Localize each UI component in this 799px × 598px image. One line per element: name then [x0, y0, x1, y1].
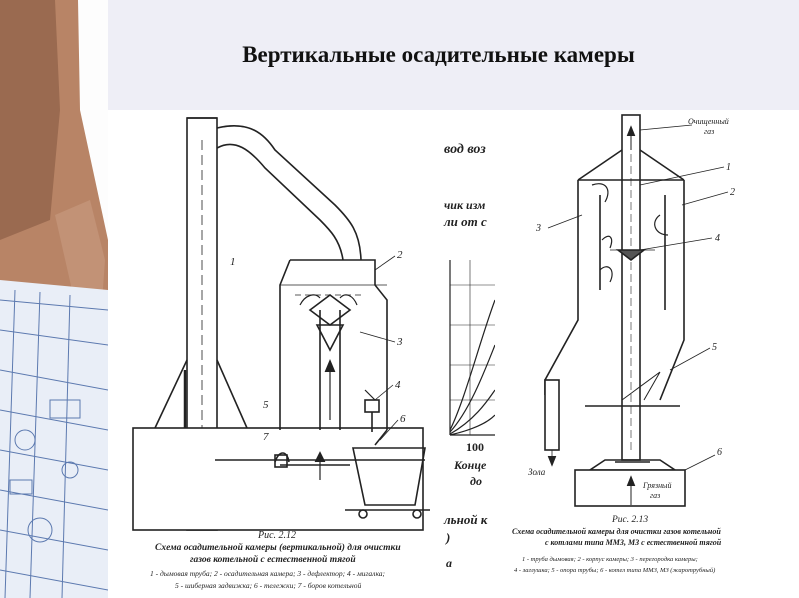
fig-right-dirty-label-2: газ	[650, 491, 660, 500]
mid-axis-conc: Конце	[454, 458, 487, 472]
hand-photo	[0, 0, 108, 598]
fig-right-legend-2: 4 - заглушка; 5 - опора трубы; 6 - котел…	[514, 567, 716, 574]
fig-right-caption-number: Рис. 2.13	[612, 515, 649, 525]
fig-right-top-label-1: Очищенный	[688, 117, 729, 126]
fig-right-label-2: 2	[730, 187, 735, 198]
fig-right-top-label-2: газ	[704, 127, 714, 136]
mid-text-1: вод воз	[444, 142, 486, 157]
mid-text-3: ли от с	[444, 214, 487, 229]
fig-left-caption-title-2: газов котельной с естественной тягой	[190, 555, 356, 565]
mid-bottom-1: льной к	[444, 512, 488, 527]
fig-right-caption-title-2: с котлами типа ММЗ, МЗ с естественной тя…	[545, 538, 722, 547]
fig-left-legend-2: 5 - шиберная задвижка; 6 - тележки; 7 - …	[175, 581, 362, 590]
figure-right-diagram: 1 2 3 4 5 6 Очищенный газ Зола Грязный г…	[528, 114, 735, 507]
fig-left-label-2: 2	[397, 249, 403, 261]
mid-axis-100: 100	[466, 440, 484, 454]
fig-right-caption-title-1: Схема осадительной камеры для очистки га…	[512, 527, 721, 536]
fig-left-label-7: 7	[263, 431, 269, 443]
fig-right-label-1: 1	[726, 162, 731, 173]
fig-right-legend-1: 1 - труба дымовая; 2 - корпус камеры; 3 …	[522, 556, 698, 563]
fig-left-label-4: 4	[395, 379, 401, 391]
mid-axis-do: до	[470, 474, 482, 488]
fig-left-caption-title-1: Схема осадительной камеры (вертикальной)…	[155, 543, 401, 553]
fig-left-label-3: 3	[396, 336, 403, 348]
fig-right-label-3: 3	[535, 223, 541, 234]
fig-left-caption-number: Рис. 2.12	[258, 530, 297, 541]
mid-graph-fragment	[449, 260, 495, 436]
title-band	[78, 0, 799, 110]
fig-right-label-4: 4	[715, 233, 720, 244]
fig-left-legend-1: 1 - дымовая труба; 2 - осадительная каме…	[150, 569, 386, 578]
figure-left-diagram: 1 2 3 4 5 6 7	[132, 117, 430, 531]
fig-right-label-6: 6	[717, 447, 722, 458]
mid-bottom-2: )	[446, 530, 451, 545]
fig-right-dirty-label-1: Грязный	[642, 481, 671, 490]
fig-right-ash-label: Зола	[528, 467, 546, 477]
fig-left-label-5: 5	[263, 399, 269, 411]
fig-right-label-5: 5	[712, 342, 717, 353]
mid-text-2: чик изм	[444, 198, 486, 212]
fig-left-label-1: 1	[230, 256, 236, 268]
fig-left-label-6: 6	[400, 413, 406, 425]
slide-title: Вертикальные осадительные камеры	[242, 42, 635, 67]
mid-bottom-3: а	[446, 556, 452, 570]
